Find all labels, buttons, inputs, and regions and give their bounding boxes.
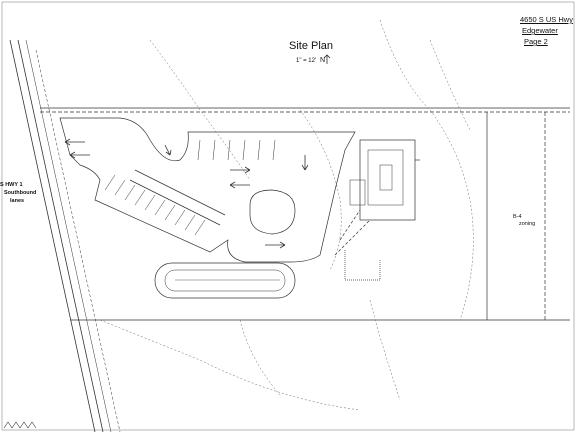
contours (99, 19, 474, 411)
header-address: 4650 S US Hwy (520, 15, 573, 24)
property-boundary (40, 107, 570, 321)
flow-arrows (64, 138, 309, 249)
zoning-label: B-4 (513, 214, 522, 220)
highway-lines (9, 39, 121, 433)
center-island (249, 189, 296, 235)
scale-bar-icon (3, 421, 37, 429)
scale-label: 1" = 12' (296, 58, 317, 64)
north-arrow-icon (323, 54, 331, 64)
north-label: N (320, 57, 326, 64)
highway-label: S HWY 1 (0, 182, 23, 188)
parking-stalls (104, 139, 276, 236)
driveway-dashed (334, 209, 371, 256)
highway-direction-label: Southbound (4, 190, 37, 196)
parking-lot-outline (59, 117, 356, 263)
header-city: Edgewater (522, 26, 558, 35)
header-page: Page 2 (524, 37, 548, 46)
building-footprint (349, 139, 420, 221)
fence-line (344, 250, 381, 281)
zoning-type-label: zoning (519, 221, 536, 227)
highway-lanes-label: lanes (10, 198, 25, 204)
retention-area (154, 262, 296, 299)
site-plan-title: Site Plan (289, 40, 334, 52)
parking-island (129, 169, 226, 226)
